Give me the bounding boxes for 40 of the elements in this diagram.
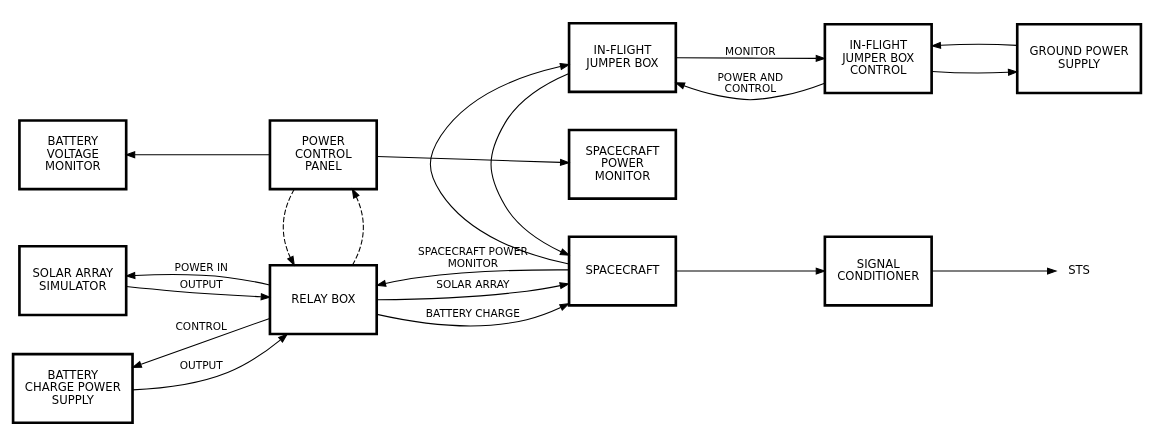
edge-label: POWER AND CONTROL (717, 70, 784, 94)
node-box: BATTERY VOLTAGE MONITOR (18, 118, 128, 190)
arrow (124, 150, 271, 159)
arrow (132, 332, 289, 390)
arrow (131, 317, 271, 368)
arrow (124, 271, 271, 286)
node-box: SIGNAL CONDITIONER (823, 234, 933, 307)
node-box: BATTERY CHARGE POWER SUPPLY (11, 352, 134, 424)
edge-label: OUTPUT (179, 277, 223, 290)
node-box: IN-FLIGHT JUMPER BOX (567, 21, 678, 93)
arrow (351, 187, 364, 266)
arrow (376, 155, 571, 166)
arrow (376, 302, 571, 326)
edge-label: MONITOR (725, 44, 776, 57)
arrow (674, 81, 826, 100)
node-box: SOLAR ARRAY SIMULATOR (18, 244, 128, 316)
edge-label: SPACECRAFT POWER MONITOR (418, 244, 528, 269)
arrow (675, 54, 827, 62)
arrow (675, 266, 827, 275)
edge-label: OUTPUT (179, 358, 223, 371)
node-box: GROUND POWER SUPPLY (1015, 22, 1143, 94)
edge-label: CONTROL (175, 319, 227, 332)
arrow (931, 68, 1019, 76)
edge-label: BATTERY CHARGE (425, 306, 520, 319)
edge-label: POWER IN (174, 260, 228, 273)
arrow (930, 41, 1018, 49)
node-text: STS (1068, 262, 1090, 277)
arrow (429, 62, 571, 265)
node-box: SPACECRAFT (567, 234, 678, 307)
arrow (931, 266, 1058, 275)
node-box: RELAY BOX (268, 263, 378, 335)
node-box: POWER CONTROL PANEL (268, 118, 378, 190)
edge-label: SOLAR ARRAY (436, 277, 510, 290)
node-box: SPACECRAFT POWER MONITOR (567, 128, 678, 200)
arrow (375, 268, 570, 287)
arrow (376, 281, 571, 300)
arrow (125, 285, 272, 300)
arrow (282, 188, 295, 267)
node-box: IN-FLIGHT JUMPER BOX CONTROL (823, 22, 933, 94)
arrow (490, 72, 571, 256)
